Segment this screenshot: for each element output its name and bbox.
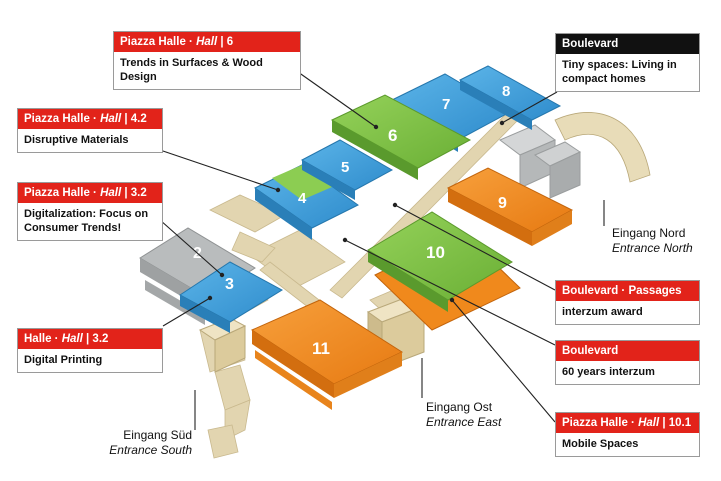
hall-10[interactable]: 10 [367,211,521,331]
hall-9[interactable]: 9 [446,167,574,246]
hall-4[interactable]: 4 [254,164,359,240]
hall-8[interactable]: 8 [458,65,562,130]
entrance-east-de: Eingang Ost [426,400,493,414]
callout-passages-header: Boulevard · Passages [556,281,699,301]
callout-hall-3-2-printing-text: Digital Printing [24,354,103,366]
hall-5-label: 5 [341,159,349,176]
hall-3[interactable]: 3 [179,261,284,333]
entrance-north-de: Eingang Nord [612,226,686,240]
callout-hall-3-2-printing-header: Halle · Hall | 3.2 [18,329,162,349]
callout-passages-text: interzum award [562,306,643,318]
callout-hall-4-2-text: Disruptive Materials [24,134,129,146]
callout-hall-6-header: Piazza Halle · Hall | 6 [114,32,300,52]
hall-3-label: 3 [225,276,234,293]
callout-hall-10-1-header: Piazza Halle · Hall | 10.1 [556,413,699,433]
entrance-east-label: Eingang Ost Entrance East [426,400,501,430]
entrance-south-en: Entrance South [109,443,192,457]
callout-hall-10-1: Piazza Halle · Hall | 10.1 Mobile Spaces [555,412,700,457]
callout-60-years-header: Boulevard [556,341,699,361]
callout-hall-3-2-header: Piazza Halle · Hall | 3.2 [18,183,162,203]
callout-hall-6-text: Trends in Surfaces & Wood Design [120,57,263,83]
callout-boulevard-passages: Boulevard · Passages interzum award [555,280,700,325]
hall-6[interactable]: 6 [330,94,472,180]
entrance-east-en: Entrance East [426,415,502,429]
callout-60-years-text: 60 years interzum [562,366,655,378]
callout-boulevard-60-years: Boulevard 60 years interzum [555,340,700,385]
hall-10-label: 10 [426,243,445,262]
callout-hall-4-2: Piazza Halle · Hall | 4.2 Disruptive Mat… [17,108,163,153]
leader-dots [207,120,505,303]
callout-hall-10-1-text: Mobile Spaces [562,438,639,450]
callout-hall-3-2-digital-printing: Halle · Hall | 3.2 Digital Printing [17,328,163,373]
north-entrance-arc [554,112,651,183]
hall-5[interactable]: 5 [300,139,394,200]
leader-lines [159,71,605,430]
hall-11[interactable]: 11 [250,299,404,410]
hall-8-label: 8 [502,83,510,100]
hall-6-label: 6 [388,126,397,145]
grey-structures [499,124,582,199]
hall-9-label: 9 [498,195,507,212]
hall-11-label: 11 [312,339,330,358]
callout-hall-3-2-digitalization: Piazza Halle · Hall | 3.2 Digitalization… [17,182,163,241]
entrance-north-en: Entrance North [612,241,693,255]
hall-7-label: 7 [442,96,450,113]
callout-hall-4-2-header: Piazza Halle · Hall | 4.2 [18,109,162,129]
entrance-south-de: Eingang Süd [123,428,192,442]
entrance-north-label: Eingang Nord Entrance North [612,226,693,256]
hall-4-label: 4 [298,190,307,207]
callout-boulevard-header: Boulevard [556,34,699,54]
callout-hall-6: Piazza Halle · Hall | 6 Trends in Surfac… [113,31,301,90]
entrance-south-label: Eingang Süd Entrance South [96,428,192,458]
